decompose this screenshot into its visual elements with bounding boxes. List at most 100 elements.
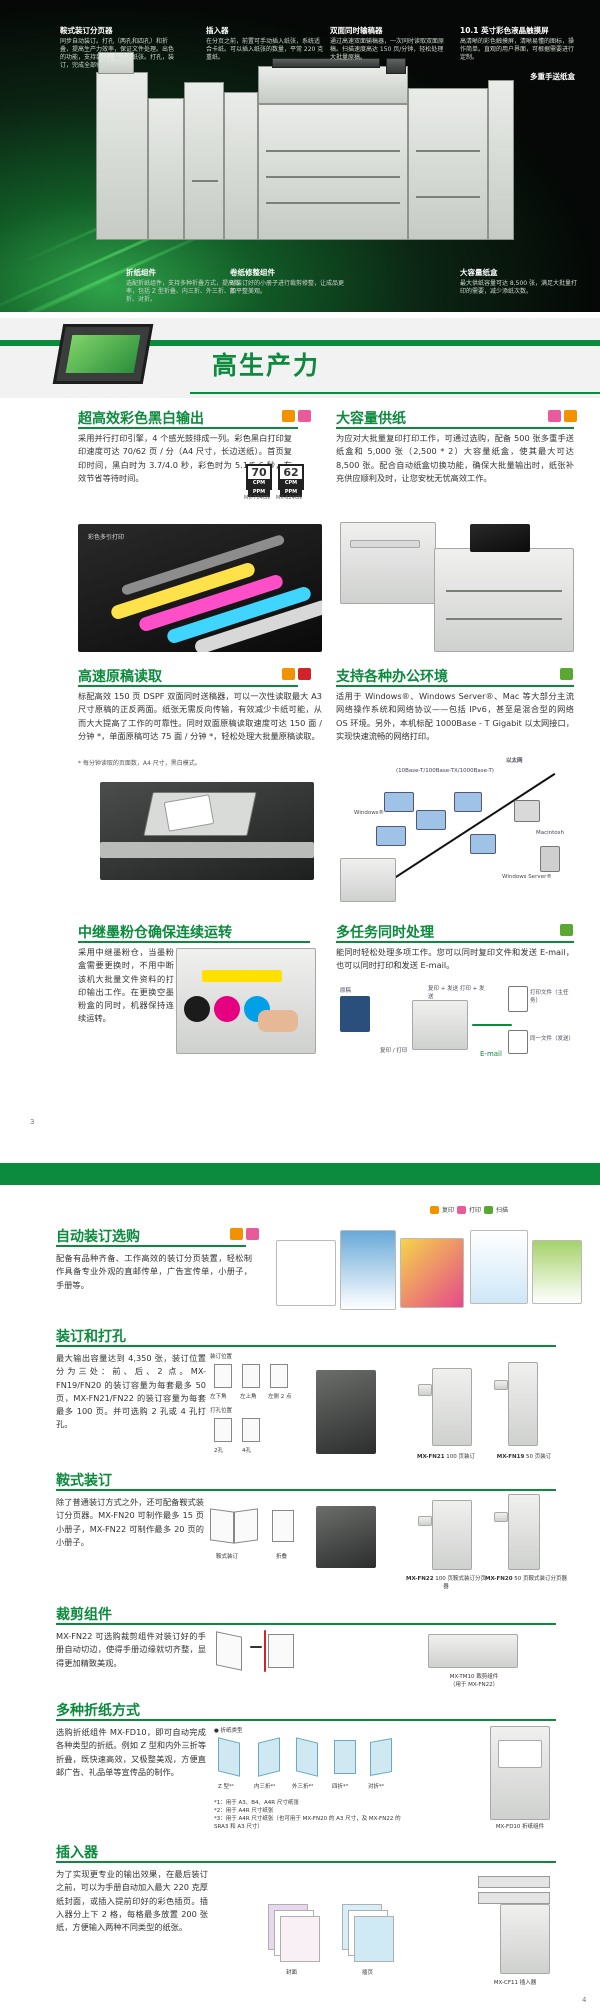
fold-type-half: 对折*²: [368, 1784, 384, 1790]
trimmer-caption: MX-TM10 裁剪组件: [449, 1674, 499, 1680]
mac-label: Macintosh: [536, 830, 565, 836]
callout-title: 10.1 英寸彩色液晶触摸屏: [460, 26, 549, 35]
tandem-engine-photo: 彩色多引打印: [78, 524, 322, 652]
finishing-text: 配备有品种齐备、工作高效的装订分页装置，轻松制作具备专业外观的直邮传单，广告宣传…: [56, 1253, 252, 1290]
callout-title: 鞍式装订分页器: [60, 26, 113, 35]
sim-send-label: 同一文件（发送）: [530, 1036, 575, 1042]
legend-print: 打印: [469, 1207, 482, 1214]
fold-type-outer: 外三折*²: [292, 1784, 314, 1790]
section-title-band: 高生产力: [0, 318, 600, 398]
heading-staple: 装订和打孔: [56, 1329, 126, 1345]
badge-unit: CPM PPM: [248, 479, 270, 497]
fold-label: 折叠: [276, 1554, 288, 1560]
print-icon: [548, 410, 561, 422]
print-icon: [457, 1205, 467, 1214]
unit-desc: 50 页装订: [526, 1454, 552, 1460]
hero-callout-folding: 折纸组件 选配折纸组件，支持多种折叠方式，提高效率，包括 Z 型折叠、内三折、外…: [126, 268, 244, 304]
unit-model: MX-FN21: [416, 1454, 445, 1460]
hero-callout-bypass: 多重手送纸盒: [530, 72, 596, 84]
heading-fold: 多种折纸方式: [56, 1703, 140, 1719]
cover-label: 封面: [286, 1970, 298, 1976]
heading-color-output: 超高效彩色黑白输出: [78, 411, 204, 427]
paper-supply-text: 为应对大批量复印打印工作，可通过选购，配备 500 张多重手送纸盒和 5,000…: [336, 433, 574, 483]
badge-number: 70: [251, 466, 267, 479]
four-hole-label: 4孔: [242, 1448, 251, 1454]
fold-note: *3：用于 A4R 尺寸纸张（也可用于 MX-FN20 的 A3 尺寸，及 MX…: [214, 1816, 401, 1830]
badge-unit: CPM PPM: [280, 479, 302, 497]
callout-text: 选配折纸组件，支持多种折叠方式，提高效率，包括 Z 型折叠、内三折、外三折、四折…: [126, 280, 241, 304]
fold-note: *2：用于 A4R 尺寸纸张: [214, 1808, 274, 1814]
network-text: 适用于 Windows®、Windows Server®、Mac 等大部分主流网…: [336, 691, 574, 741]
function-legend: 复印 打印 扫描: [430, 1205, 508, 1214]
hero-callout-trimmer: 卷纸修整组件 对装订好的小册子进行裁剪修整，让成品更加平整美观。: [230, 268, 348, 296]
callout-text: 对装订好的小册子进行裁剪修整，让成品更加平整美观。: [230, 280, 345, 296]
copy-icon: [282, 668, 295, 680]
legend-scan: 扫描: [496, 1207, 509, 1214]
copy-icon: [230, 1228, 243, 1240]
booklet-photo: [316, 1506, 376, 1568]
copy-icon: [282, 410, 295, 422]
heading-scan: 高速原稿读取: [78, 669, 162, 685]
page-title: 高生产力: [212, 351, 321, 380]
scan-icon: [560, 924, 573, 936]
output-label: 打印文件（主任务）: [530, 990, 569, 1004]
staple-front-label: 左下角: [210, 1394, 227, 1400]
unit-desc: 100 页鞍式装订分页器: [435, 1576, 487, 1590]
badge-model: MX-6240N: [276, 495, 302, 501]
scan-icon: [484, 1205, 494, 1214]
function-icons: [282, 410, 311, 422]
callout-text: 通过高速双面输稿器，一次同时读取双面原稿。扫描速度高达 150 页/分钟，轻松处…: [330, 38, 445, 62]
function-icons: [548, 410, 577, 422]
copy-send-label: 复印 + 发送 打印 + 发送: [428, 986, 485, 1000]
callout-text: 在分页之前，前置可手动插入纸张，系统适合卡纸。可以插入纸张的数量，平常 220 …: [206, 38, 324, 62]
control-panel-photo: [52, 324, 154, 384]
unit-desc: 100 页装订: [446, 1454, 476, 1460]
inserter-text: 为了实现更专业的输出效果，在最后装订之前，可以为手册自动加入最大 220 克厚纸…: [56, 1869, 208, 1933]
print-icon: [246, 1228, 259, 1240]
staple-back-label: 左上角: [240, 1394, 257, 1400]
photo-label: 彩色多引打印: [88, 534, 125, 541]
unit-desc: 50 页鞍式装订分页器: [514, 1576, 568, 1582]
ppm-badge-70: 70 CPM PPM: [246, 464, 272, 497]
function-icons: [282, 668, 311, 680]
copy-icon: [564, 410, 577, 422]
print-icon: [298, 410, 311, 422]
scan-icon: [560, 668, 573, 680]
copy-icon: [430, 1205, 439, 1214]
windows-label: Windows®: [354, 810, 385, 816]
unit-model: MX-FN22: [405, 1576, 434, 1582]
staple-text: 最大输出容量达到 4,350 张，装订位置分为三处：前、后、2 点。MX-FN1…: [56, 1353, 206, 1430]
fold-text: 选购折纸组件 MX-FD10，即可自动完成各种类型的折纸。例如 Z 型和内外三折…: [56, 1727, 207, 1777]
page-number: 4: [582, 1996, 587, 2004]
page-number: 3: [30, 1118, 35, 1126]
badge-model: MX-7040N: [244, 495, 270, 501]
heading-inserter: 插入器: [56, 1845, 98, 1861]
server-label: Windows Server®: [502, 874, 552, 880]
heading-paper-supply: 大容量供纸: [336, 411, 406, 427]
hero-callout-inserter: 插入器 在分页之前，前置可手动插入纸张，系统适合卡纸。可以插入纸张的数量，平常 …: [206, 26, 324, 62]
function-icons: [560, 668, 573, 680]
fold-type-inner: 内三折*²: [254, 1784, 276, 1790]
callout-text: 同步自动装订。打孔（两孔和四孔）和折叠，提高生产力效率，保证文件处理。出色的功能…: [60, 38, 175, 70]
heading-saddle: 鞍式装订: [56, 1473, 112, 1489]
unit-model: MX-FN20: [484, 1576, 513, 1582]
callout-title: 折纸组件: [126, 268, 156, 277]
insert-label: 插页: [362, 1970, 374, 1976]
unit-model: MX-FN19: [496, 1454, 525, 1460]
color-output-text: 采用并行打印引擎，4 个感光鼓排成一列。彩色黑白打印复印速度可达 70/62 页…: [78, 433, 292, 483]
hero-callout-lct: 大容量纸盒 最大供纸容量可达 8,500 张，满足大批量打印的需要，减少添纸次数…: [460, 268, 578, 296]
staple-pos-label: 装订位置: [210, 1354, 233, 1360]
fold-type-quad: 四折*³: [332, 1784, 348, 1790]
callout-title: 多重手送纸盒: [530, 72, 575, 81]
stapler-photo: [316, 1370, 376, 1454]
email-label: E-mail: [480, 1050, 502, 1058]
ethernet-label: 以太网: [506, 758, 523, 764]
callout-title: 双面同时输稿器: [330, 26, 383, 35]
ethernet-speed-label: (10Base-T/100Base-TX/1000Base-T): [396, 768, 494, 774]
two-hole-label: 2孔: [214, 1448, 223, 1454]
callout-text: 最大供纸容量可达 8,500 张，满足大批量打印的需要，减少添纸次数。: [460, 280, 577, 296]
inserter-caption: MX-CF11 插入器: [493, 1980, 537, 1986]
toner-text: 采用中继墨粉仓，当墨粉盒需要更换时，不用中断该机大批量文件资料的打印输出工作。在…: [78, 947, 174, 1024]
legend-copy: 复印: [442, 1207, 455, 1214]
scan-text: 标配高效 150 页 DSPF 双面同时送稿器，可以一次性读取最大 A3 尺寸原…: [78, 691, 322, 741]
